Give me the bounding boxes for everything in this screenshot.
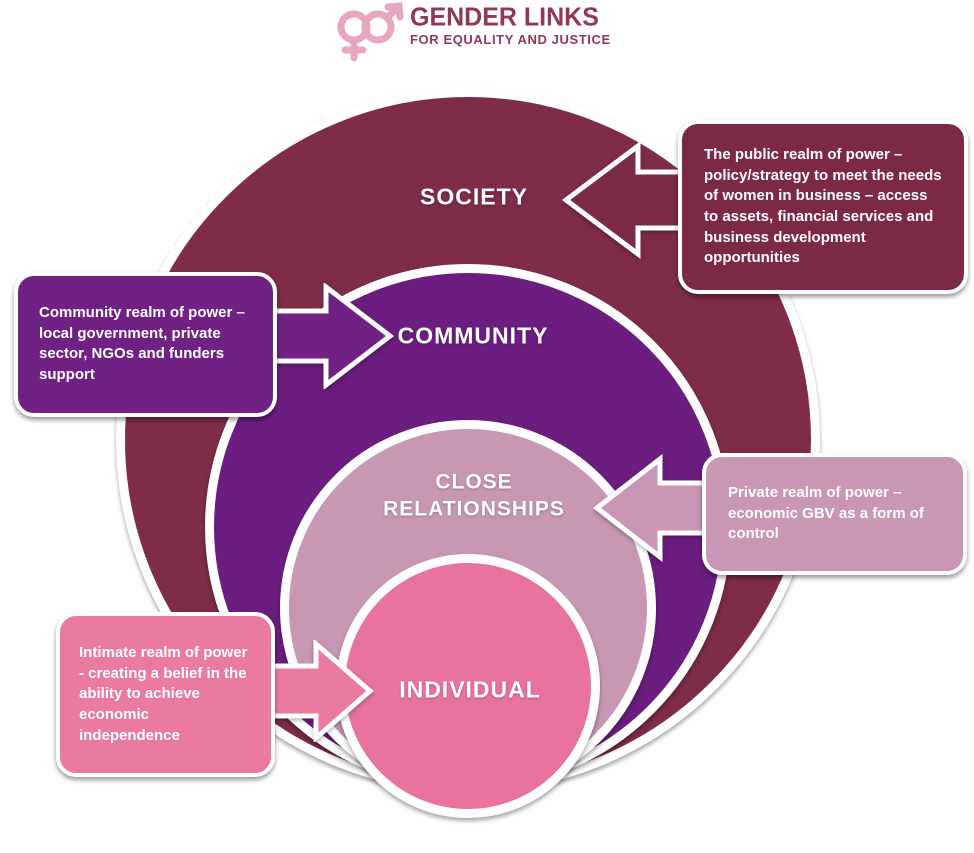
gender-links-logo: GENDER LINKS FOR EQUALITY AND JUSTICE xyxy=(330,2,611,62)
society-callout-text: The public realm of power – policy/strat… xyxy=(704,146,942,267)
society-label: SOCIETY xyxy=(420,183,528,210)
society-callout-box: The public realm of power – policy/strat… xyxy=(678,120,968,295)
intimate-callout-text: Intimate realm of power - creating a bel… xyxy=(79,644,248,744)
close-relationships-label: CLOSE RELATIONSHIPS xyxy=(383,470,565,521)
private-arrow-left-icon xyxy=(592,453,715,563)
logo-tagline: FOR EQUALITY AND JUSTICE xyxy=(410,32,611,47)
logo-title: GENDER LINKS xyxy=(410,2,599,32)
community-callout-text: Community realm of power – local governm… xyxy=(39,304,245,384)
interlocked-gender-symbols-icon xyxy=(337,2,404,62)
intimate-arrow-right-icon xyxy=(261,640,374,742)
society-arrow-left-icon xyxy=(561,141,710,259)
individual-label: INDIVIDUAL xyxy=(399,676,541,703)
private-callout-box: Private realm of power – economic GBV as… xyxy=(702,453,967,576)
intimate-callout-box: Intimate realm of power - creating a bel… xyxy=(56,612,275,778)
community-label: COMMUNITY xyxy=(397,322,549,349)
logo-text: GENDER LINKS FOR EQUALITY AND JUSTICE xyxy=(410,2,611,48)
community-callout-box: Community realm of power – local governm… xyxy=(14,272,277,417)
community-arrow-right-icon xyxy=(267,283,394,389)
private-callout-text: Private realm of power – economic GBV as… xyxy=(728,484,924,543)
